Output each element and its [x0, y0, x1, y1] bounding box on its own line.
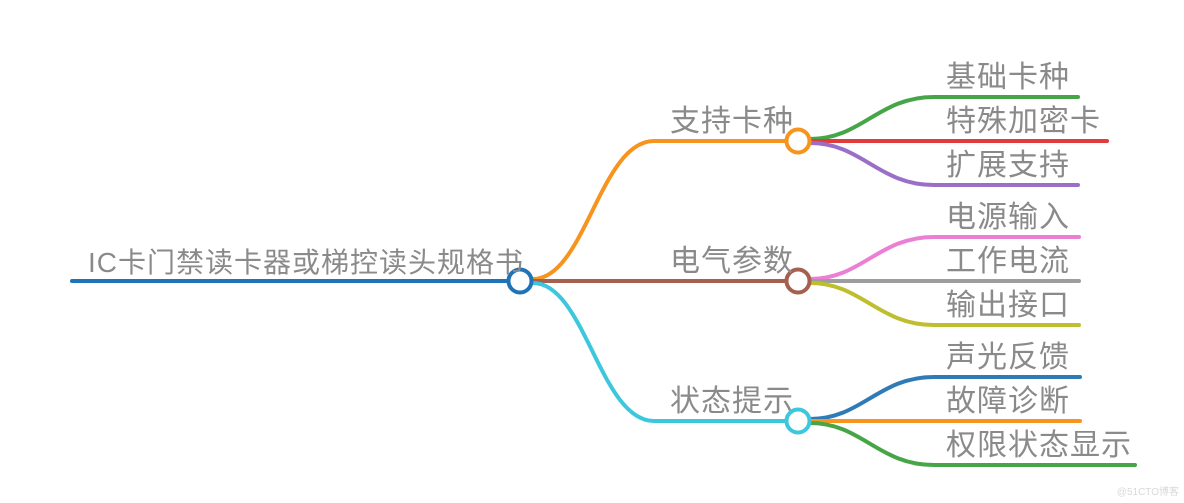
connector-leaf-power-input	[808, 235, 1081, 281]
connector-leaf-output-interface	[808, 281, 1081, 327]
branch-status-indication[interactable]: 状态提示	[670, 385, 794, 418]
leaf-output-interface[interactable]: 输出接口	[946, 289, 1070, 322]
connector-leaf-basic-card-types	[808, 95, 1080, 141]
root-node-handle[interactable]	[506, 267, 534, 295]
connector-leaf-extended-support	[808, 141, 1080, 187]
branch-card-types[interactable]: 支持卡种	[670, 105, 794, 138]
leaf-extended-support[interactable]: 扩展支持	[946, 149, 1070, 182]
leaf-sound-light-feedback[interactable]: 声光反馈	[946, 341, 1070, 374]
connector-leaf-sound-light-feedback	[808, 375, 1082, 421]
leaf-special-encrypted-cards[interactable]: 特殊加密卡	[946, 105, 1101, 138]
leaf-basic-card-types[interactable]: 基础卡种	[946, 61, 1070, 94]
branch-electrical-params[interactable]: 电气参数	[670, 245, 794, 278]
leaf-permission-status-display[interactable]: 权限状态显示	[946, 429, 1132, 462]
branch-status-indication-handle[interactable]	[784, 407, 812, 435]
watermark: @51CTO博客	[1116, 487, 1179, 498]
connector-leaf-permission-status-display	[808, 421, 1137, 467]
branch-electrical-params-handle[interactable]	[784, 267, 812, 295]
leaf-fault-diagnosis[interactable]: 故障诊断	[946, 385, 1070, 418]
connector-branch-card-types	[531, 139, 788, 281]
leaf-power-input[interactable]: 电源输入	[946, 201, 1070, 234]
leaf-working-current[interactable]: 工作电流	[946, 245, 1070, 278]
node-root[interactable]: IC卡门禁读卡器或梯控读头规格书	[88, 247, 525, 278]
connector-branch-status-indication	[531, 281, 788, 423]
branch-card-types-handle[interactable]	[784, 127, 812, 155]
